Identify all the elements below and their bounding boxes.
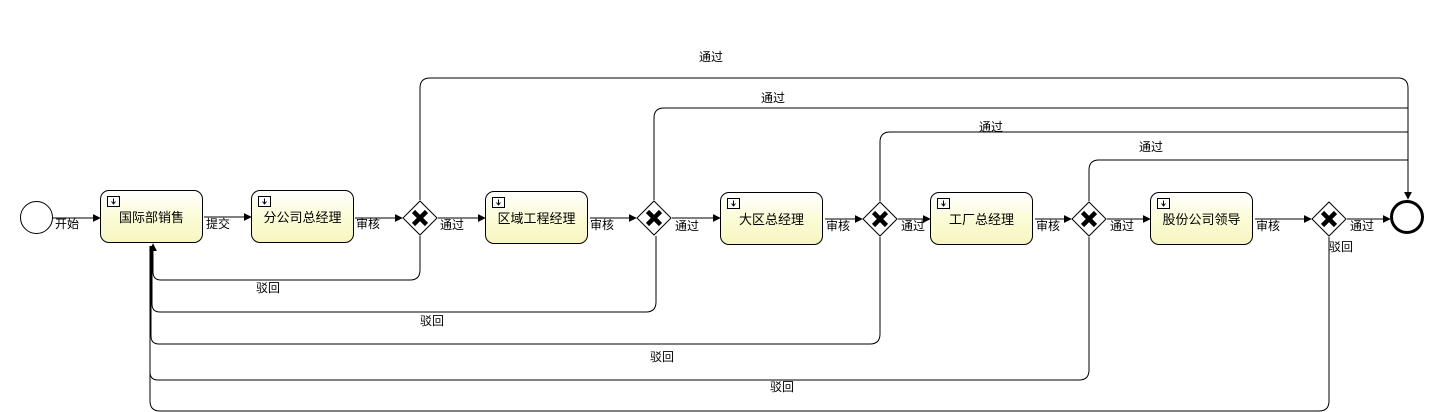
flow-label-review: 审核 [590, 218, 615, 232]
end-event[interactable] [1390, 200, 1424, 234]
exclusive-gateway-5[interactable] [1311, 201, 1347, 237]
task-label: 大区总经理 [738, 213, 804, 228]
flow-gw4-pass-end [1088, 159, 1408, 201]
task-group-leadership[interactable]: 股份公司领导 [1150, 192, 1253, 245]
exclusive-gateway-x-icon [1311, 201, 1347, 237]
flow-gw1-pass-end [419, 77, 1412, 200]
user-task-icon [492, 197, 505, 208]
task-area-engineering-manager[interactable]: 区域工程经理 [485, 191, 588, 244]
flow-label-pass: 通过 [699, 50, 724, 64]
user-task-icon [727, 198, 740, 209]
flow-gw3-pass-end [879, 131, 1408, 201]
task-region-general-manager[interactable]: 大区总经理 [720, 192, 823, 245]
flow-label-pass: 通过 [1350, 219, 1375, 233]
task-label: 股份公司领导 [1162, 213, 1241, 228]
flow-gw2-reject [151, 236, 657, 313]
flow-label-review: 审核 [356, 217, 381, 231]
user-task-icon [937, 198, 950, 209]
exclusive-gateway-x-icon [862, 201, 898, 237]
exclusive-gateway-4[interactable] [1071, 201, 1107, 237]
exclusive-gateway-x-icon [402, 200, 438, 236]
flow-label-review: 审核 [826, 219, 851, 233]
flow-label-pass: 通过 [979, 120, 1004, 134]
task-international-sales[interactable]: 国际部销售 [100, 190, 203, 243]
flow-label-review: 审核 [1036, 219, 1061, 233]
user-task-icon [1157, 198, 1170, 209]
flow-label-reject: 驳回 [420, 314, 445, 328]
flow-gw1-reject [149, 236, 421, 281]
flow-label-reject: 驳回 [1329, 240, 1354, 254]
flow-gw3-reject [150, 237, 881, 345]
flow-label-reject: 驳回 [770, 380, 795, 394]
task-label: 分公司总经理 [263, 211, 342, 226]
flow-label-pass: 通过 [1110, 219, 1135, 233]
flow-label-pass: 通过 [761, 91, 786, 105]
flow-gw5-reject [149, 237, 1330, 412]
task-label: 区域工程经理 [497, 212, 576, 227]
flow-gw2-pass-end [653, 107, 1408, 200]
flow-label-review: 审核 [1256, 219, 1281, 233]
exclusive-gateway-x-icon [636, 200, 672, 236]
flow-label-submit: 提交 [206, 217, 231, 231]
exclusive-gateway-x-icon [1071, 201, 1107, 237]
start-event-label: 开始 [55, 217, 80, 231]
task-branch-general-manager[interactable]: 分公司总经理 [251, 190, 354, 243]
task-label: 工厂总经理 [948, 213, 1014, 228]
start-event[interactable] [20, 201, 53, 234]
flow-label-pass: 通过 [440, 218, 465, 232]
exclusive-gateway-1[interactable] [402, 200, 438, 236]
flow-gw4-reject [149, 237, 1090, 381]
exclusive-gateway-3[interactable] [862, 201, 898, 237]
flow-label-pass: 通过 [901, 219, 926, 233]
user-task-icon [258, 196, 271, 207]
flow-label-pass: 通过 [1139, 140, 1164, 154]
task-factory-general-manager[interactable]: 工厂总经理 [930, 192, 1033, 245]
exclusive-gateway-2[interactable] [636, 200, 672, 236]
flow-label-pass: 通过 [675, 219, 700, 233]
task-label: 国际部销售 [118, 211, 184, 226]
flow-label-reject: 驳回 [650, 350, 675, 364]
flow-label-reject: 驳回 [256, 281, 281, 295]
user-task-icon [107, 196, 120, 207]
